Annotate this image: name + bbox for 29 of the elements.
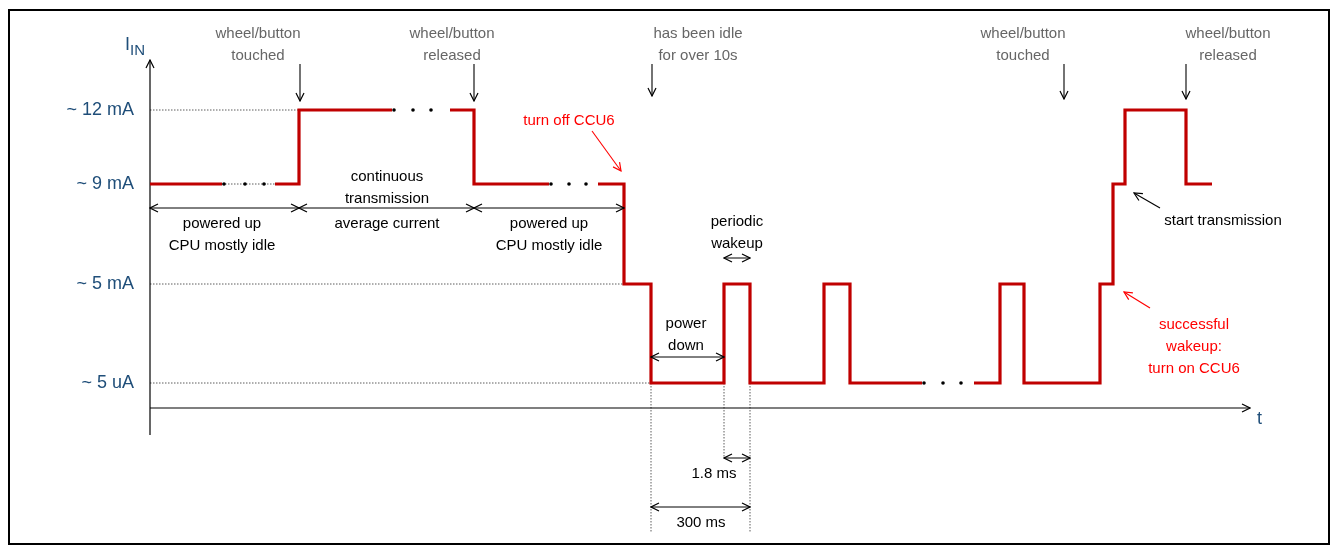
pointer-arrow [1123,291,1151,309]
event-annotation: wheel/button released [409,22,495,66]
axis-label: t [1257,408,1262,429]
callout-text: turn off CCU6 [523,109,615,131]
text-label: power down [665,313,707,355]
event-annotation: wheel/button released [1185,22,1271,66]
text-label: periodic wakeup [710,211,764,253]
axis-label: I$_{IN}$ [125,34,145,58]
callout-text: start transmission [1164,209,1282,231]
level-label: ~ 12 mA [66,99,134,120]
pointer-arrow [1181,63,1191,100]
dimension-label: 1.8 ms [691,463,737,483]
event-annotation: wheel/button touched [215,22,301,66]
text-label: powered up CPU mostly idle [495,213,603,255]
level-label: ~ 9 mA [76,173,134,194]
text-label: powered up CPU mostly idle [168,213,276,255]
event-annotation: has been idle for over 10s [653,22,743,66]
dimension-label: 300 ms [676,512,726,532]
callout-text: successful wakeup: turn on CCU6 [1148,313,1240,379]
pointer-arrow [591,130,622,172]
pointer-arrow [647,63,657,97]
event-annotation: wheel/button touched [980,22,1066,66]
pointer-arrow [469,63,479,102]
level-label: ~ 5 uA [81,372,134,393]
text-label: average current [334,213,440,233]
pointer-arrow [1133,192,1161,209]
level-label: ~ 5 mA [76,273,134,294]
pointer-arrow [1059,63,1069,100]
pointer-arrow [295,63,305,102]
